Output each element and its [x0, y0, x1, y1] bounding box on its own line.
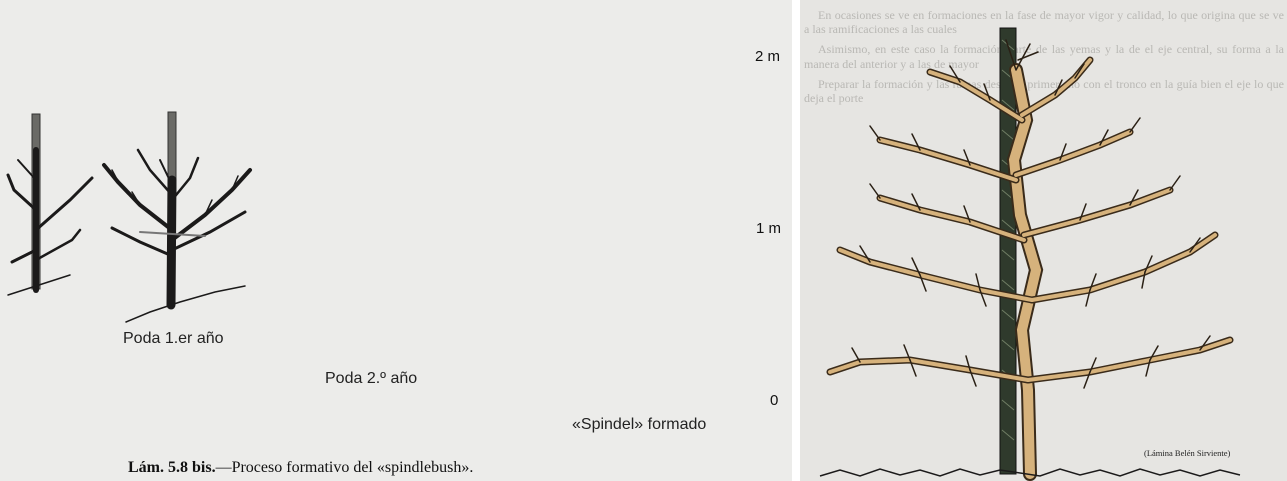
scale-label-2m: 2 m	[755, 48, 780, 65]
caption-text: —Proceso formativo del «spindlebush».	[216, 459, 474, 476]
page-gutter	[792, 0, 800, 481]
tree-stage-initial	[8, 114, 92, 295]
scale-label-1m: 1 m	[756, 220, 781, 237]
spindle-tree-illustration	[800, 0, 1287, 481]
left-page: Poda 1.er año Poda 2.º año «Spindel» for…	[0, 0, 792, 481]
scale-label-0: 0	[770, 392, 778, 409]
illustration-credit: (Lámina Belén Sirviente)	[1144, 448, 1230, 458]
figure-caption: Lám. 5.8 bis.—Proceso formativo del «spi…	[128, 459, 473, 477]
stage-label-year-2: Poda 2.º año	[325, 370, 417, 388]
formed-tree	[830, 40, 1230, 474]
stage-label-formed: «Spindel» formado	[572, 416, 706, 434]
tree-stage-year-1	[104, 112, 250, 322]
caption-number: Lám. 5.8 bis.	[128, 459, 216, 476]
right-page: En ocasiones se ve en formaciones en la …	[800, 0, 1287, 481]
spindlebush-illustration	[0, 0, 792, 481]
stage-label-year-1: Poda 1.er año	[123, 330, 224, 348]
